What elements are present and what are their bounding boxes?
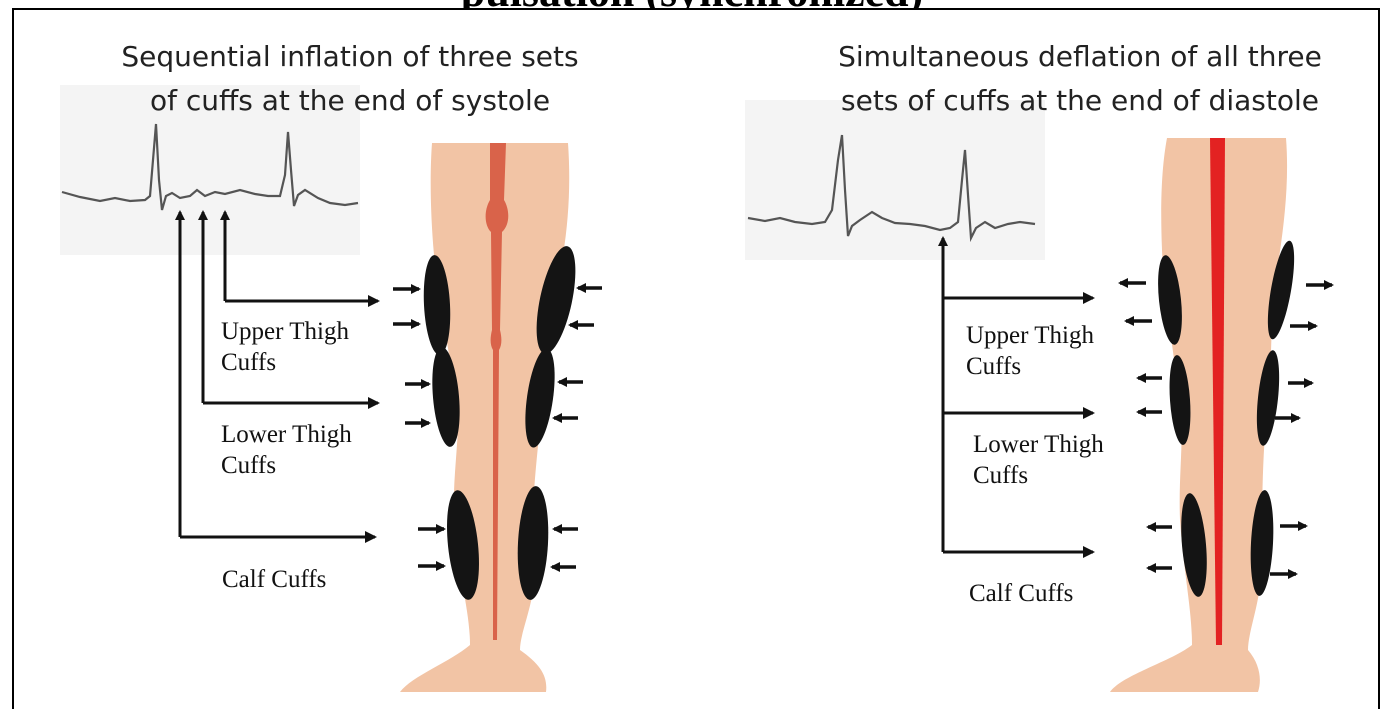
left-heading-line2: of cuffs at the end of systole <box>50 79 650 123</box>
right-heading-line1: Simultaneous deflation of all three <box>780 35 1380 79</box>
right-timing-connectors <box>943 238 1093 552</box>
right-lower-thigh-label-line1: Lower Thigh <box>973 429 1104 460</box>
right-upper-thigh-label-line2: Cuffs <box>966 351 1094 382</box>
right-lower-thigh-label-line2: Cuffs <box>973 460 1104 491</box>
right-calf-label: Calf Cuffs <box>969 578 1073 609</box>
right-heading: Simultaneous deflation of all three sets… <box>780 35 1380 123</box>
right-upper-thigh-label: Upper Thigh Cuffs <box>966 320 1094 382</box>
left-heading: Sequential inflation of three sets of cu… <box>50 35 650 123</box>
right-upper-thigh-label-line1: Upper Thigh <box>966 320 1094 351</box>
right-heading-line2: sets of cuffs at the end of diastole <box>780 79 1380 123</box>
left-lower-thigh-label-line1: Lower Thigh <box>221 419 352 450</box>
right-lower-thigh-label: Lower Thigh Cuffs <box>973 429 1104 491</box>
left-upper-thigh-label-line2: Cuffs <box>221 347 349 378</box>
left-lower-thigh-label-line2: Cuffs <box>221 450 352 481</box>
left-heading-line1: Sequential inflation of three sets <box>50 35 650 79</box>
right-ecg-background <box>745 100 1045 260</box>
left-upper-thigh-label: Upper Thigh Cuffs <box>221 316 349 378</box>
left-calf-label: Calf Cuffs <box>222 564 326 595</box>
left-upper-thigh-label-line1: Upper Thigh <box>221 316 349 347</box>
left-panel <box>60 85 602 692</box>
left-lower-thigh-label: Lower Thigh Cuffs <box>221 419 352 481</box>
